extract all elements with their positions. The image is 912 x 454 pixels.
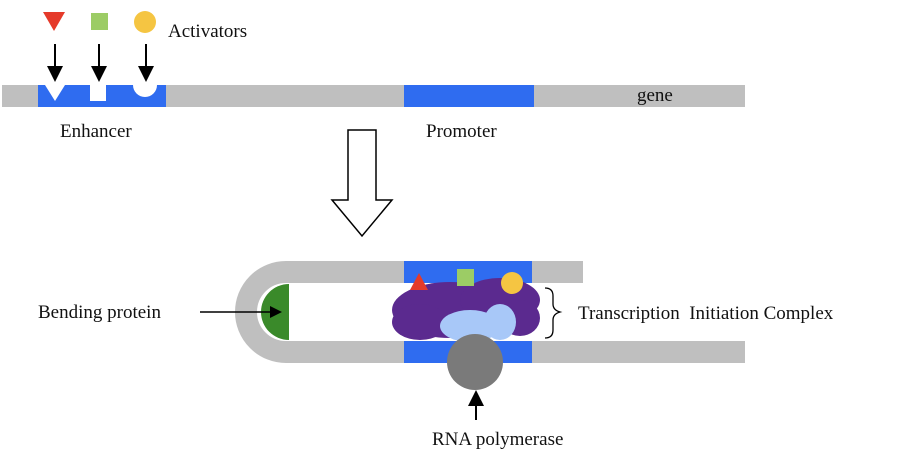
transcription-complex-label: Transcription Initiation Complex (578, 303, 834, 324)
complex-bracket (544, 287, 563, 339)
rna-polymerase-label: RNA polymerase (432, 429, 564, 450)
enhancer-label: Enhancer (60, 121, 132, 142)
activators-label: Activators (168, 21, 248, 42)
mediator-blob-3 (392, 304, 448, 340)
activator-triangle-icon (43, 12, 65, 31)
gene-label: gene (637, 85, 673, 106)
promoter-label: Promoter (426, 121, 497, 142)
enhancer-triangle-slot (45, 85, 65, 101)
complex-circle-icon (501, 272, 523, 294)
transition-arrow (330, 129, 394, 238)
activator-circle-icon (134, 11, 156, 33)
top-dna-strand (2, 85, 745, 107)
promoter-region (404, 85, 534, 107)
enhancer-square-slot (90, 85, 106, 101)
general-factor-2 (484, 304, 516, 340)
rna-polymerase-shape (447, 334, 503, 390)
complex-triangle-icon (410, 273, 428, 290)
transcription-complex (392, 269, 540, 390)
bending-protein-label: Bending protein (38, 302, 161, 323)
enhancer-circle-slot (133, 85, 157, 97)
activator-square-icon (91, 13, 108, 30)
complex-square-icon (457, 269, 474, 286)
activators (43, 11, 156, 82)
dna-strand-top (2, 85, 745, 107)
